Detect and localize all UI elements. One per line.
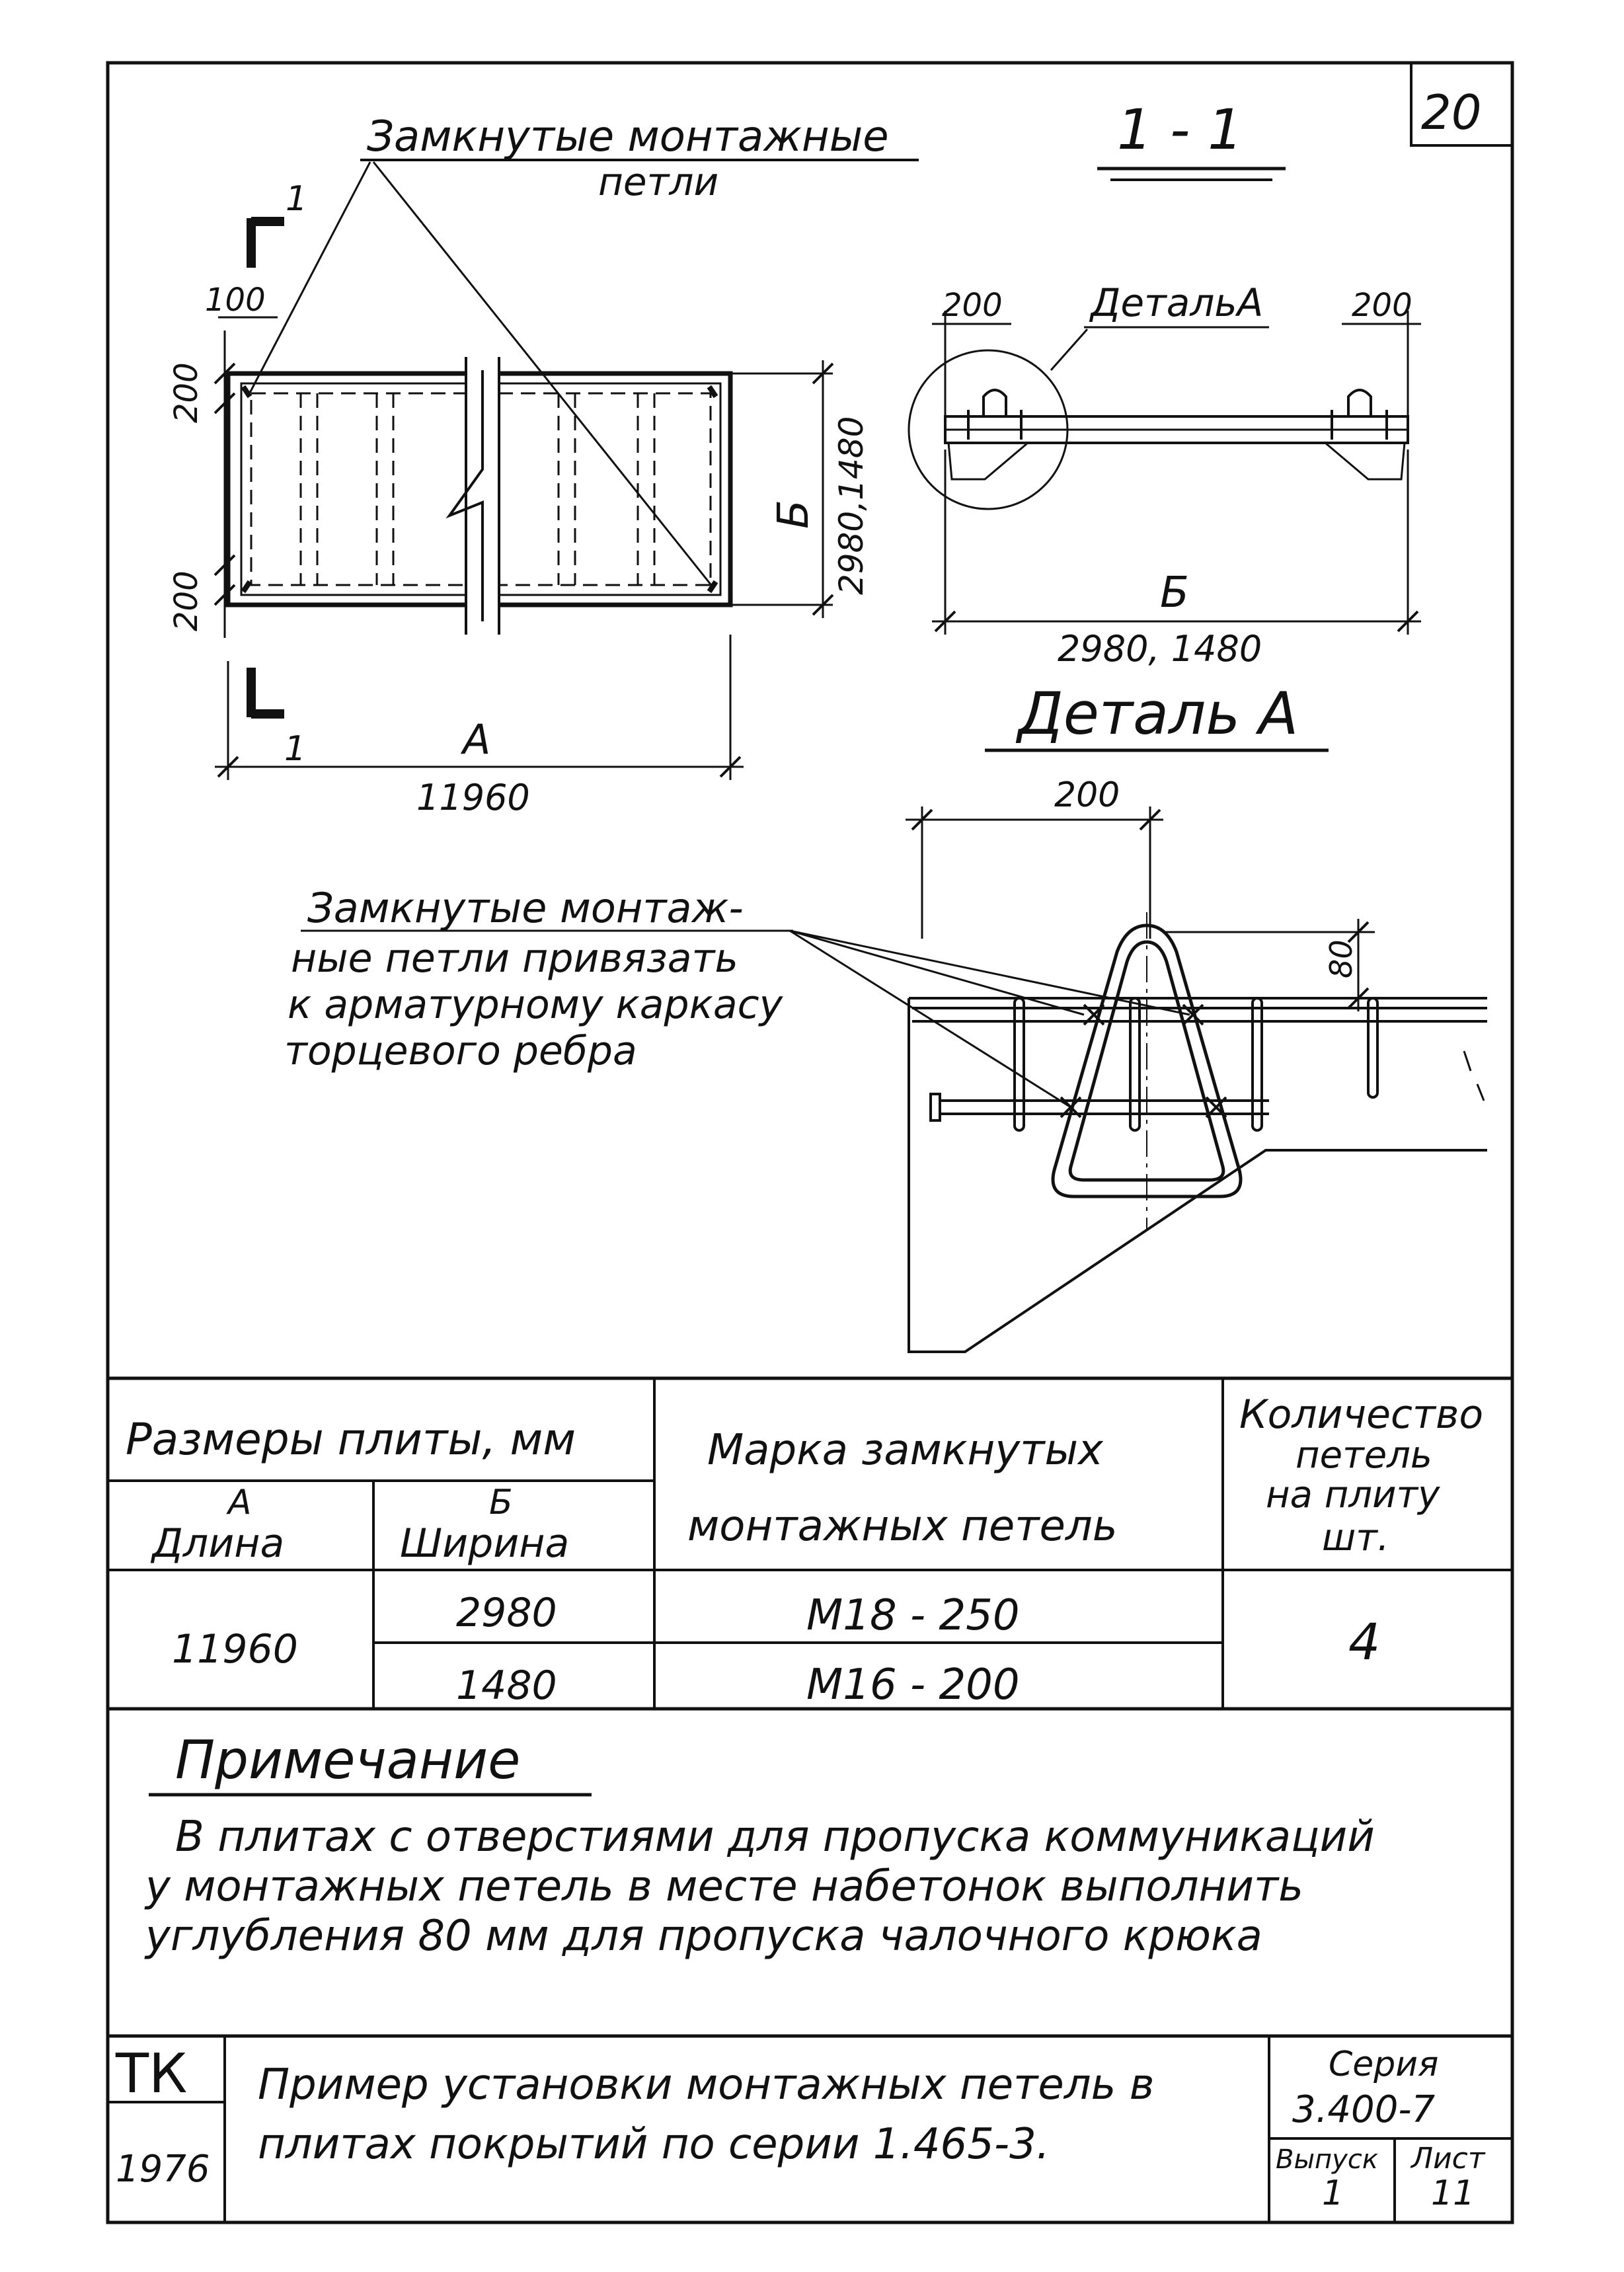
loops-table: Размеры плиты, мм А Длина Б Ширина Марка… xyxy=(106,1376,1514,1711)
section-1-1: 1 - 1 ДетальА 200 200 xyxy=(908,97,1421,670)
sheet-number: 20 xyxy=(1421,85,1482,140)
sheet-frame: 20 xyxy=(106,61,1514,2224)
title-year: 1976 xyxy=(116,2148,210,2191)
plan-length-letter: А xyxy=(460,715,490,764)
plan-width-values: 2980,1480 xyxy=(832,416,870,595)
table-col-mark-1: Марка замкнутых xyxy=(707,1426,1104,1475)
series-label: Серия xyxy=(1329,2045,1438,2084)
plan-dim-edge: 100 xyxy=(205,282,266,319)
title-code: ТК xyxy=(115,2043,187,2105)
plan-dim-bottom: 200 xyxy=(168,570,205,631)
note-line-1: В плитах с отверстиями для пропуска комм… xyxy=(175,1813,1375,1861)
title-line-2: плитах покрытий по серии 1.465-3. xyxy=(258,2120,1050,2169)
issue-label: Выпуск xyxy=(1276,2144,1378,2175)
title-line-1: Пример установки монтажных петель в xyxy=(258,2060,1154,2109)
table-col-a-name: Длина xyxy=(150,1520,284,1567)
plan-length-value: 11960 xyxy=(416,777,530,818)
detail-note-line-3: к арматурному каркасу xyxy=(288,982,784,1028)
detail-note-line-4: торцевого ребра xyxy=(284,1028,637,1074)
note-block: Примечание В плитах с отверстиями для пр… xyxy=(144,1729,1375,1961)
table-col-a-letter: А xyxy=(226,1483,252,1522)
table-col-qty-3: на плиту xyxy=(1266,1473,1440,1516)
table-col-b-letter: Б xyxy=(489,1483,513,1522)
section-dim-left: 200 xyxy=(942,287,1003,324)
table-row1-width: 2980 xyxy=(456,1590,557,1636)
plan-section-mark-bottom: 1 xyxy=(284,729,306,769)
section-dim-right: 200 xyxy=(1352,287,1412,324)
table-col-qty-1: Количество xyxy=(1239,1391,1483,1438)
detail-note-line-2: ные петли привязать xyxy=(291,935,738,982)
table-col-qty-2: петель xyxy=(1295,1434,1432,1477)
table-col-sizes: Размеры плиты, мм xyxy=(126,1414,576,1465)
detail-dim-height: 80 xyxy=(1323,939,1359,978)
plan-section-mark-top: 1 xyxy=(286,179,307,219)
detail-dim-width: 200 xyxy=(1054,775,1120,815)
table-col-b-name: Ширина xyxy=(400,1520,569,1567)
plan-loops-label-2: петли xyxy=(598,159,718,204)
section-detail-ref: ДетальА xyxy=(1089,280,1263,325)
table-col-qty-4: шт. xyxy=(1322,1516,1389,1559)
detail-note-line-1: Замкнутые монтаж- xyxy=(307,884,744,932)
note-line-3: углубления 80 мм для пропуска чалочного … xyxy=(144,1912,1262,1961)
sheet-value: 11 xyxy=(1431,2174,1475,2213)
section-title: 1 - 1 xyxy=(1117,97,1243,162)
table-row2-width: 1480 xyxy=(456,1663,557,1709)
plan-view: Замкнутые монтажные петли 1 1 xyxy=(168,112,919,818)
section-width-values: 2980, 1480 xyxy=(1058,628,1262,670)
section-width-letter: Б xyxy=(1160,568,1189,617)
sheet-label: Лист xyxy=(1410,2142,1486,2175)
detail-a: Деталь А 200 80 xyxy=(284,680,1487,1353)
note-heading: Примечание xyxy=(175,1729,520,1791)
detail-title: Деталь А xyxy=(1015,680,1298,748)
plan-width-letter: Б xyxy=(769,500,818,529)
note-line-2: у монтажных петель в месте набетонок вып… xyxy=(144,1862,1303,1911)
plan-loops-label-1: Замкнутые монтажные xyxy=(367,112,889,161)
table-qty-value: 4 xyxy=(1348,1612,1380,1671)
table-col-mark-2: монтажных петель xyxy=(687,1502,1118,1551)
table-length-value: 11960 xyxy=(172,1626,298,1672)
table-row2-mark: М16 - 200 xyxy=(806,1661,1020,1709)
title-block: ТК 1976 Пример установки монтажных петел… xyxy=(108,2034,1512,2222)
table-row1-mark: М18 - 250 xyxy=(806,1591,1020,1640)
series-value: 3.400-7 xyxy=(1292,2088,1436,2131)
plan-dim-top: 200 xyxy=(168,362,205,423)
issue-value: 1 xyxy=(1322,2174,1344,2213)
